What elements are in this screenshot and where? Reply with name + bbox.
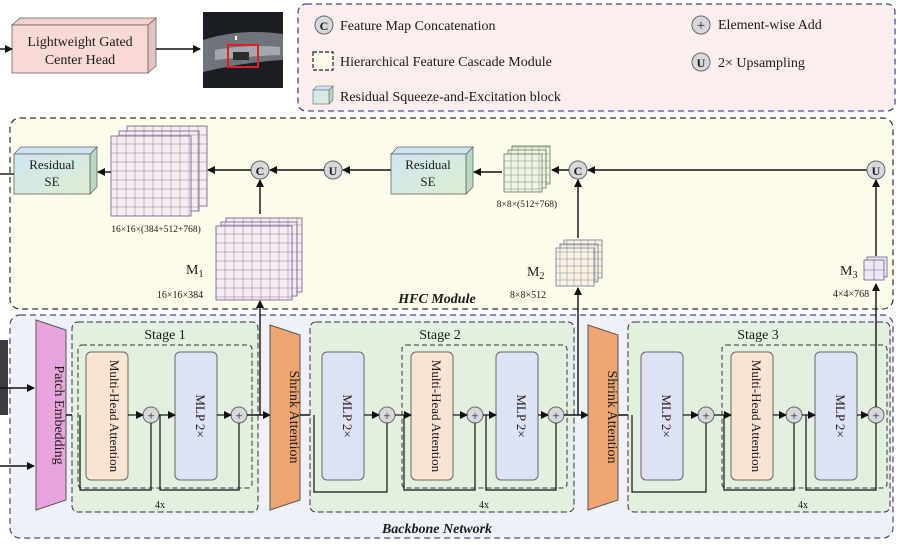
rse-left-line2: SE bbox=[44, 174, 59, 189]
feature-map-m3 bbox=[863, 256, 888, 281]
stage1-inner-frame bbox=[77, 344, 253, 489]
input-image-edge bbox=[0, 340, 8, 415]
rse-left-line1: Residual bbox=[29, 157, 75, 172]
fm-left-dims: 16×16×(384+512+768) bbox=[111, 224, 201, 235]
stage3-title: Stage 3 bbox=[737, 328, 779, 343]
stage3-add-1-glyph: + bbox=[702, 408, 709, 423]
stage3-mlp-a-label: MLP 2× bbox=[659, 394, 674, 437]
stage3-mlp-b-label: MLP 2× bbox=[833, 394, 848, 437]
m1-letter: M bbox=[186, 263, 199, 278]
legend-concat-label: Feature Map Concatenation bbox=[340, 19, 496, 34]
feature-map-concat-8x8 bbox=[503, 145, 551, 193]
m2-letter: M bbox=[527, 265, 540, 280]
upsample-node-right-glyph: U bbox=[872, 164, 881, 178]
stage1-add-1-glyph: + bbox=[147, 408, 154, 423]
upsample-icon bbox=[691, 52, 711, 72]
stage1-title: Stage 1 bbox=[144, 328, 186, 343]
s2-residual-1 bbox=[313, 415, 388, 493]
stage3-add-2-glyph: + bbox=[790, 408, 797, 423]
shrink-attention-1-label: Shrink Attention bbox=[286, 371, 301, 464]
shrink-attention-2-label: Shrink Attention bbox=[604, 371, 619, 464]
feature-map-concat-16x16 bbox=[110, 125, 208, 217]
add-icon bbox=[691, 15, 711, 35]
m2-subscript: 2 bbox=[539, 271, 544, 282]
upsample-icon-glyph: U bbox=[697, 56, 706, 70]
rse-mid-line2: SE bbox=[420, 174, 435, 189]
stage3-add-3-glyph: + bbox=[872, 408, 879, 423]
concat-node-left-glyph: C bbox=[256, 164, 265, 178]
legend-rse-label: Residual Squeeze-and-Excitation block bbox=[340, 90, 561, 105]
stage1-repeat: 4x bbox=[155, 500, 165, 511]
head-label-line2: Center Head bbox=[45, 53, 115, 68]
stage2-mha-label: Multi-Head Attention bbox=[429, 360, 444, 473]
s3-residual-1 bbox=[631, 415, 707, 493]
fm-mid-dims: 8×8×(512+768) bbox=[497, 199, 557, 210]
patch-embedding-block bbox=[35, 319, 67, 511]
stage2-add-2-glyph: + bbox=[471, 408, 478, 423]
stage1-mha-label: Multi-Head Attention bbox=[107, 360, 122, 473]
backbone-title: Backbone Network bbox=[381, 522, 492, 537]
concat-node-mid-glyph: C bbox=[574, 164, 583, 178]
feature-map-m2 bbox=[555, 239, 603, 287]
m3-subscript: 3 bbox=[852, 270, 857, 281]
hfc-module-swatch bbox=[312, 51, 334, 71]
m2-dims: 8×8×512 bbox=[510, 290, 546, 301]
rse-block-swatch bbox=[312, 85, 334, 105]
m1-subscript: 1 bbox=[198, 269, 203, 280]
stage3-mlp-a-block bbox=[640, 351, 684, 481]
shrink-attention-1 bbox=[269, 324, 301, 511]
shrink-attention-2 bbox=[587, 324, 619, 511]
stage1-mlp-label: MLP 2× bbox=[193, 394, 208, 437]
stage3-repeat: 4x bbox=[798, 500, 808, 511]
lightweight-gated-center-head: Lightweight Gated Center Head bbox=[10, 17, 158, 74]
residual-se-mid: Residual SE bbox=[390, 146, 474, 195]
head-label-line1: Lightweight Gated bbox=[27, 35, 132, 50]
rse-mid-line1: Residual bbox=[405, 157, 451, 172]
bounding-box bbox=[227, 44, 259, 68]
m1-label: M1 bbox=[186, 263, 203, 280]
s3-residual-3 bbox=[805, 415, 877, 491]
concat-icon bbox=[314, 15, 334, 35]
m1-dims: 16×16×384 bbox=[157, 290, 203, 301]
add-icon-glyph: + bbox=[697, 18, 705, 34]
feature-map-m1 bbox=[215, 217, 303, 301]
legend-up-label: 2× Upsampling bbox=[718, 56, 805, 71]
stage2-mlp-a-block bbox=[321, 351, 365, 481]
legend: C Feature Map Concatenation Hierarchical… bbox=[297, 3, 896, 112]
stage2-title: Stage 2 bbox=[419, 328, 461, 343]
stage1-add-2-glyph: + bbox=[235, 408, 242, 423]
m3-label: M3 bbox=[840, 264, 857, 281]
s1-residual-1 bbox=[79, 415, 152, 491]
residual-se-left: Residual SE bbox=[13, 146, 98, 195]
stage1-mha-text: Multi-Head Attention bbox=[107, 360, 122, 473]
stage1-mha-block bbox=[85, 351, 129, 481]
s3-residual-2 bbox=[723, 415, 795, 491]
hfc-module-title: HFC Module bbox=[397, 292, 475, 307]
m2-label: M2 bbox=[527, 265, 544, 282]
s2-residual-2 bbox=[403, 415, 476, 491]
upsample-node-left-glyph: U bbox=[329, 164, 338, 178]
tracking-result-thumbnail bbox=[203, 12, 283, 88]
legend-hfc-label: Hierarchical Feature Cascade Module bbox=[340, 55, 552, 70]
legend-add-label: Element-wise Add bbox=[718, 18, 822, 33]
s2-residual-3 bbox=[485, 415, 557, 491]
stage2-add-3-glyph: + bbox=[552, 408, 559, 423]
legend-frame bbox=[297, 3, 896, 112]
m3-letter: M bbox=[840, 264, 853, 279]
stage2-add-1-glyph: + bbox=[383, 408, 390, 423]
stage2-repeat: 4x bbox=[479, 500, 489, 511]
s1-residual-2 bbox=[159, 415, 240, 491]
stage2-mlp-a-label: MLP 2× bbox=[340, 394, 355, 437]
concat-icon-glyph: C bbox=[320, 19, 329, 33]
stage2-mlp-b-label: MLP 2× bbox=[514, 394, 529, 437]
m3-dims: 4×4×768 bbox=[833, 289, 869, 300]
patch-embedding-label: Patch Embedding bbox=[51, 365, 66, 464]
stage3-mha-label: Multi-Head Attention bbox=[749, 360, 764, 473]
